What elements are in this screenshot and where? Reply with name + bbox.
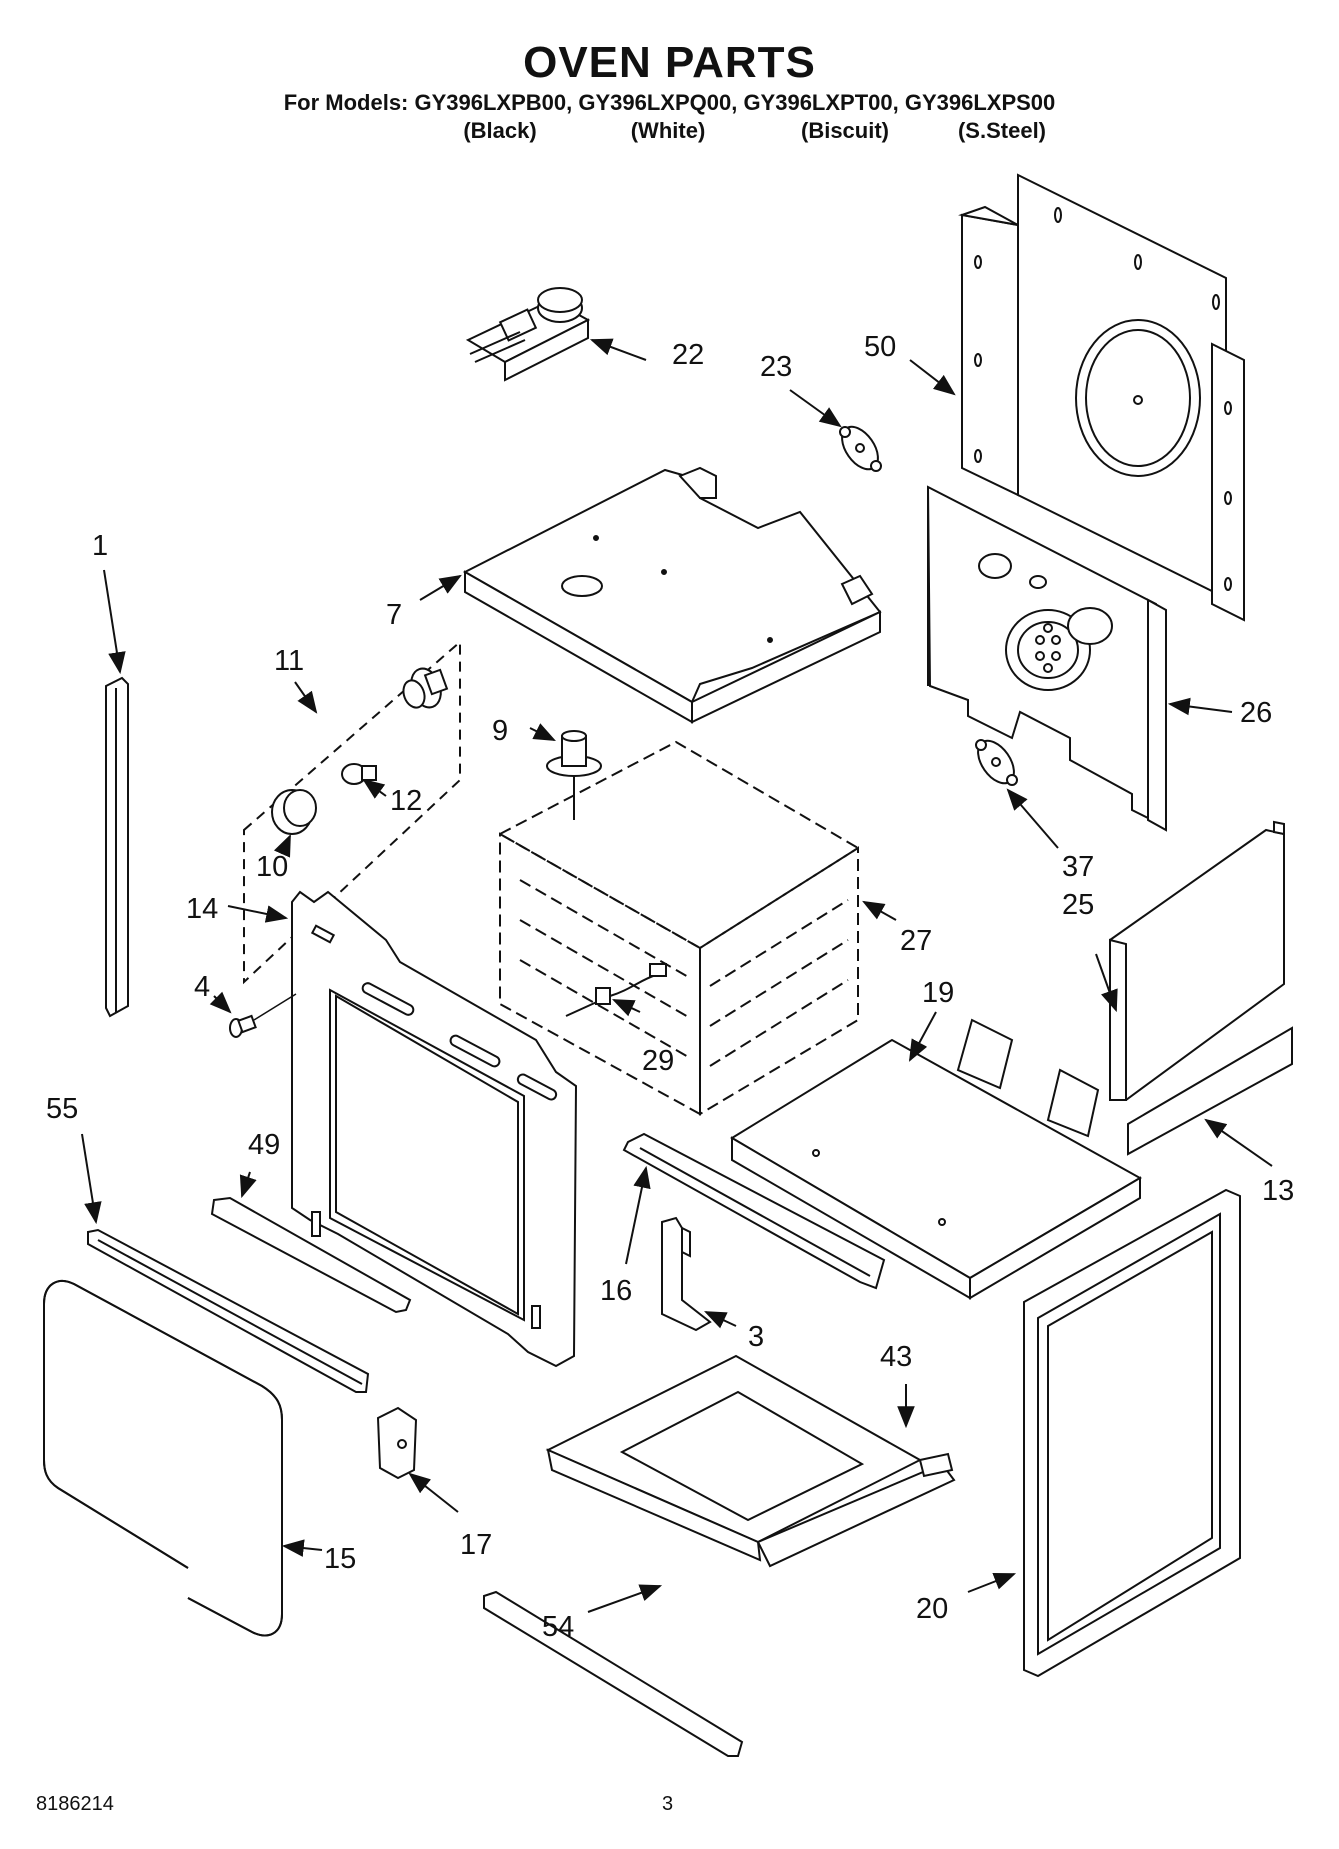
callout-54: 54 [542, 1611, 574, 1643]
variant-black: (Black) [463, 118, 537, 143]
callout-49: 49 [248, 1129, 280, 1161]
callout-11: 11 [274, 645, 304, 677]
part-22-igniter [465, 287, 591, 382]
part-1-trim-strip [105, 676, 129, 1018]
callout-4: 4 [194, 971, 210, 1003]
part-9-sensor [546, 730, 602, 820]
part-20-door-frame [1023, 1188, 1241, 1678]
callout-37: 37 [1062, 851, 1094, 883]
variant-ssteel: (S.Steel) [957, 118, 1047, 143]
part-15-door-gasket [43, 1279, 283, 1637]
part-55-rail [87, 1228, 370, 1393]
part-16-front-trim [622, 1132, 886, 1290]
callout-10: 10 [256, 851, 288, 883]
variant-white: (White) [630, 118, 706, 143]
callout-14: 14 [186, 893, 218, 925]
callout-labels: 1 22 23 50 7 11 26 9 12 10 37 25 27 14 4… [46, 331, 1294, 1643]
callout-26: 26 [1240, 697, 1272, 729]
part-50-rear-panel [958, 173, 1245, 622]
page-number: 3 [662, 1793, 674, 1815]
callout-17: 17 [460, 1529, 492, 1561]
part-17-clip [376, 1406, 418, 1480]
callout-25: 25 [1062, 889, 1094, 921]
part-25-side-panel [1109, 820, 1285, 1101]
part-3-bracket [661, 1216, 712, 1332]
part-19-bottom-cover [730, 1018, 1143, 1300]
callout-50: 50 [864, 331, 896, 363]
part-43-bottom-tray [545, 1354, 956, 1568]
callout-9: 9 [492, 715, 508, 747]
part-54-rail [483, 1590, 744, 1757]
callout-16: 16 [600, 1275, 632, 1307]
callout-27: 27 [900, 925, 932, 957]
callout-13: 13 [1262, 1175, 1294, 1207]
models-line: For Models: GY396LXPB00, GY396LXPQ00, GY… [283, 90, 1056, 115]
callout-19: 19 [922, 977, 954, 1009]
part-11-light-assembly [243, 639, 461, 985]
part-12-light-bulb [341, 763, 377, 785]
part-4-screw [229, 1014, 257, 1038]
callout-23: 23 [760, 351, 792, 383]
callout-20: 20 [916, 1593, 948, 1625]
part-26-rear-wall [926, 485, 1167, 832]
part-29-oven-sensor [565, 963, 667, 1017]
part-11-socket [402, 667, 449, 709]
callout-15: 15 [324, 1543, 356, 1575]
callout-7: 7 [386, 599, 402, 631]
callout-22: 22 [672, 339, 704, 371]
callout-3: 3 [748, 1321, 764, 1353]
callout-1: 1 [92, 530, 108, 562]
callout-12: 12 [390, 785, 422, 817]
callout-43: 43 [880, 1341, 912, 1373]
part-23-bracket [839, 425, 882, 472]
part-10-light-lens [271, 789, 317, 835]
part-27-oven-cavity [497, 740, 860, 1116]
variant-biscuit: (Biscuit) [801, 118, 889, 143]
document-number: 8186214 [36, 1793, 114, 1815]
callout-55: 55 [46, 1093, 78, 1125]
part-14-front-frame [291, 890, 578, 1368]
page-title: OVEN PARTS [523, 38, 816, 87]
part-37-bracket [975, 739, 1018, 786]
part-49-rail [210, 1196, 412, 1314]
part-13-trim-strip [1127, 1026, 1293, 1156]
callout-29: 29 [642, 1045, 674, 1077]
part-7-top-panel [462, 466, 882, 724]
